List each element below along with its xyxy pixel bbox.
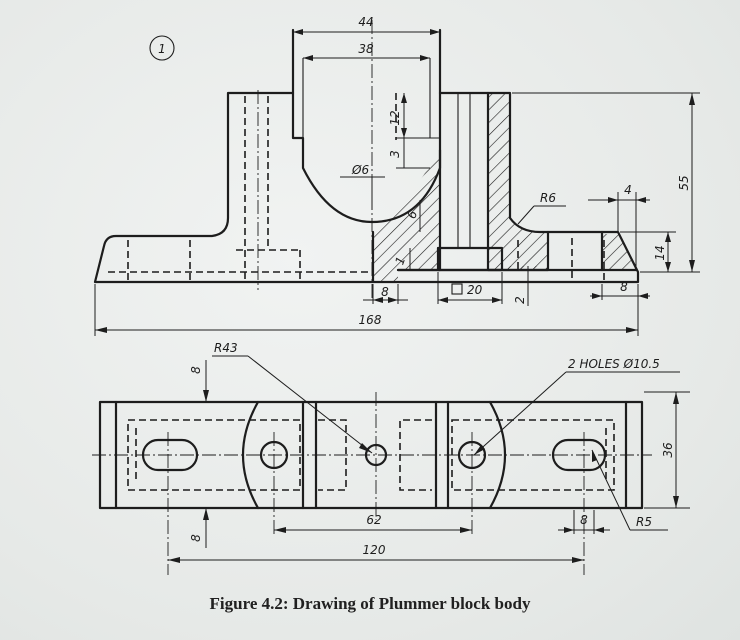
dim-62-text: 62 xyxy=(366,513,381,527)
dim-168-text: 168 xyxy=(359,313,382,327)
dim-holes: 2 HOLES Ø10.5 xyxy=(473,357,680,456)
dim-12-3: 12 3 xyxy=(388,93,430,169)
dim-20-text: 20 xyxy=(467,283,483,297)
dim-38-text: 38 xyxy=(358,42,374,56)
dim-r5-text: R5 xyxy=(636,515,652,529)
dim-120: 120 xyxy=(168,543,584,563)
dim-4: 4 xyxy=(588,183,650,270)
dim-8-bottom-text: 8 xyxy=(189,534,203,542)
hatch-web xyxy=(488,93,548,270)
bearing-seat xyxy=(291,91,442,224)
slot-left xyxy=(141,438,199,472)
dim-8-front: 8 xyxy=(363,284,408,304)
arc-r43-right xyxy=(488,400,506,510)
dim-14: 14 xyxy=(620,231,676,272)
dim-14-text: 14 xyxy=(653,245,667,260)
seat-inner xyxy=(302,58,440,139)
figure-caption: Figure 4.2: Drawing of Plummer block bod… xyxy=(209,594,531,613)
top-view: R43 2 HOLES Ø10.5 8 8 36 xyxy=(92,341,690,575)
dim-36: 36 xyxy=(644,391,690,509)
dim-44: 44 xyxy=(293,15,440,35)
oil-hole xyxy=(457,93,471,248)
dim-55-text: 55 xyxy=(677,175,691,190)
hatch-right-foot xyxy=(602,234,636,270)
dim-20: 20 xyxy=(437,272,503,304)
dim-8-top-text: 8 xyxy=(189,366,203,374)
dim-8-slot-text: 8 xyxy=(580,513,588,527)
dim-36-text: 36 xyxy=(661,442,675,458)
hatch-left-section xyxy=(373,150,440,282)
dim-8-bottom: 8 xyxy=(189,508,209,548)
dim-8-top: 8 xyxy=(189,360,209,402)
dim-1-text: 1 xyxy=(392,255,408,267)
dim-8-right-text: 8 xyxy=(620,280,628,294)
dim-12-text: 12 xyxy=(388,110,402,125)
dim-r43-text: R43 xyxy=(214,341,238,355)
dim-3-text: 3 xyxy=(388,150,402,158)
dim-r5: R5 xyxy=(591,449,668,531)
dim-holes-text: 2 HOLES Ø10.5 xyxy=(568,357,660,371)
dim-38: 38 xyxy=(303,42,430,61)
dim-r6-text: R6 xyxy=(540,191,556,205)
dim-4-text: 4 xyxy=(624,183,632,197)
slot-right xyxy=(551,438,607,472)
dim-dia-6: Ø6 xyxy=(340,163,385,210)
front-view: 44 38 12 3 Ø6 6 xyxy=(93,15,700,336)
dim-2: 2 xyxy=(513,266,529,306)
hidden-lines-left xyxy=(108,96,372,280)
dim-r6: R6 xyxy=(517,191,566,225)
dim-r43: R43 xyxy=(212,341,373,454)
dim-8-right: 8 xyxy=(590,280,650,300)
figure-number-badge: 1 xyxy=(149,35,175,61)
figure-number: 1 xyxy=(158,42,166,56)
dim-44-text: 44 xyxy=(358,15,373,29)
dim-55: 55 xyxy=(512,92,700,273)
dim-62: 62 xyxy=(274,513,472,533)
arc-r43-left xyxy=(242,400,260,510)
dim-dia-6-text: Ø6 xyxy=(351,163,369,177)
dim-120-text: 120 xyxy=(363,543,386,557)
dim-2-text: 2 xyxy=(513,296,527,304)
front-view-outline xyxy=(93,91,640,284)
dim-8-slot: 8 xyxy=(558,510,610,534)
engineering-drawing: 1 44 xyxy=(92,15,700,575)
hidden-lines-right xyxy=(517,238,605,280)
dim-8-front-text: 8 xyxy=(381,285,389,299)
dim-168: 168 xyxy=(94,284,639,336)
dim-1: 1 xyxy=(392,248,411,270)
